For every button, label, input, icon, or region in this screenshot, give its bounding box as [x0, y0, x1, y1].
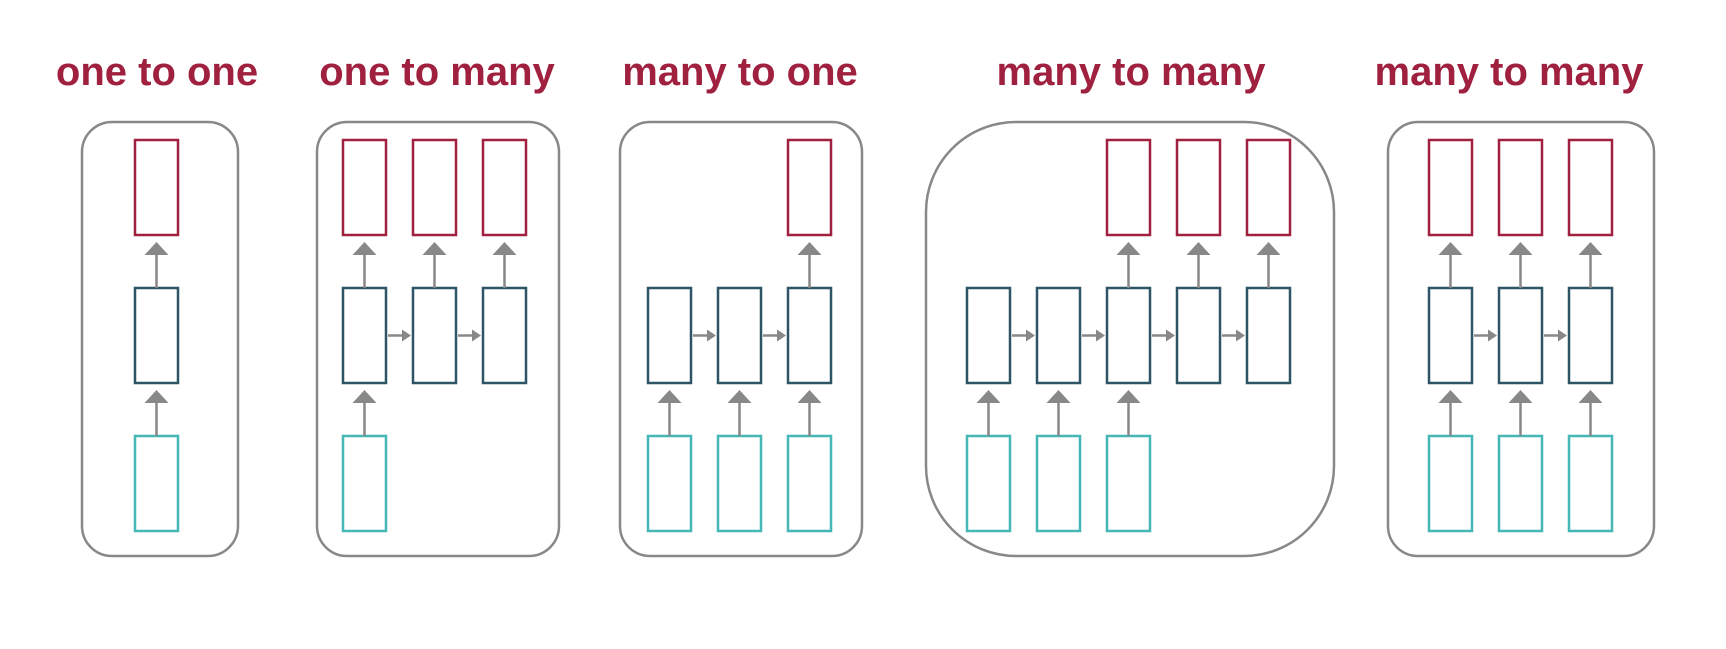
panel-4-input-box-2	[1567, 434, 1614, 533]
panel-4-input-arrow-2-head	[1578, 390, 1603, 403]
panel-3-output-box-4	[1245, 138, 1292, 237]
panel-4-input-box-1	[1497, 434, 1544, 533]
panel-2-input-box-2	[786, 434, 833, 533]
panel-title-one-to-one: one to one	[55, 50, 259, 94]
panel-3-input-arrow-0-head	[976, 390, 1001, 403]
panel-0-output-arrow-0-head	[144, 242, 169, 255]
panel-1-output-arrow-2-head	[492, 242, 517, 255]
panel-title-many-to-many-2: many to many	[1374, 50, 1644, 94]
panel-0-input-arrow-0-head	[144, 390, 169, 403]
panel-3-hidden-box-3	[1175, 286, 1222, 385]
panel-title-many-to-one: many to one	[622, 50, 858, 94]
panel-1-frame	[315, 120, 561, 558]
panel-2-input-arrow-1-head	[727, 390, 752, 403]
panel-4-output-arrow-1-head	[1508, 242, 1533, 255]
panel-4-output-arrow-2-head	[1578, 242, 1603, 255]
panel-2-frame	[618, 120, 864, 558]
panel-2-input-arrow-2-head	[797, 390, 822, 403]
panel-1-output-box-2	[481, 138, 528, 237]
panel-1-hidden-box-2	[481, 286, 528, 385]
panel-1-hidden-box-0	[341, 286, 388, 385]
panel-3-output-arrow-4-head	[1256, 242, 1281, 255]
panel-2-output-arrow-2-head	[797, 242, 822, 255]
panel-4-output-box-0	[1427, 138, 1474, 237]
panel-3-recurrent-arrow-0-head	[1026, 329, 1035, 342]
panel-3-input-box-0	[965, 434, 1012, 533]
panel-1-input-arrow-0-head	[352, 390, 377, 403]
panel-3-output-arrow-3-head	[1186, 242, 1211, 255]
panel-4-frame	[1386, 120, 1656, 558]
panel-1-input-box-0	[341, 434, 388, 533]
panel-3-recurrent-arrow-2-head	[1166, 329, 1175, 342]
panel-3-input-box-1	[1035, 434, 1082, 533]
panel-3-input-box-2	[1105, 434, 1152, 533]
panel-2-output-box-2	[786, 138, 833, 237]
panel-1-output-box-1	[411, 138, 458, 237]
panel-2-hidden-box-1	[716, 286, 763, 385]
panel-3-output-box-3	[1175, 138, 1222, 237]
panel-title-one-to-many: one to many	[319, 50, 555, 94]
panel-3-hidden-box-4	[1245, 286, 1292, 385]
panel-4-recurrent-arrow-0-head	[1488, 329, 1497, 342]
panel-3-output-arrow-2-head	[1116, 242, 1141, 255]
panel-2-hidden-box-0	[646, 286, 693, 385]
panel-2-hidden-box-2	[786, 286, 833, 385]
panel-4-hidden-box-1	[1497, 286, 1544, 385]
panel-0-input-box-0	[133, 434, 180, 533]
panel-1-hidden-box-1	[411, 286, 458, 385]
panel-3-input-arrow-2-head	[1116, 390, 1141, 403]
panel-3-hidden-box-2	[1105, 286, 1152, 385]
panel-3-hidden-box-0	[965, 286, 1012, 385]
panel-0-hidden-box-0	[133, 286, 180, 385]
panel-2-input-box-1	[716, 434, 763, 533]
panel-4-output-box-1	[1497, 138, 1544, 237]
panel-2-recurrent-arrow-1-head	[777, 329, 786, 342]
panel-1-output-arrow-1-head	[422, 242, 447, 255]
panel-1-output-box-0	[341, 138, 388, 237]
panel-2-input-box-0	[646, 434, 693, 533]
panel-1-recurrent-arrow-1-head	[472, 329, 481, 342]
panel-1-recurrent-arrow-0-head	[402, 329, 411, 342]
panel-2-input-arrow-0-head	[657, 390, 682, 403]
panel-4-output-box-2	[1567, 138, 1614, 237]
panel-1-output-arrow-0-head	[352, 242, 377, 255]
panel-4-output-arrow-0-head	[1438, 242, 1463, 255]
panel-title-many-to-many-1: many to many	[996, 50, 1266, 94]
panel-3-frame	[924, 120, 1336, 558]
panel-3-hidden-box-1	[1035, 286, 1082, 385]
panel-4-hidden-box-0	[1427, 286, 1474, 385]
panel-3-recurrent-arrow-3-head	[1236, 329, 1245, 342]
panel-3-recurrent-arrow-1-head	[1096, 329, 1105, 342]
panel-4-hidden-box-2	[1567, 286, 1614, 385]
panel-3-input-arrow-1-head	[1046, 390, 1071, 403]
panel-4-input-arrow-0-head	[1438, 390, 1463, 403]
panel-2-recurrent-arrow-0-head	[707, 329, 716, 342]
panel-0-output-box-0	[133, 138, 180, 237]
panel-0-frame	[80, 120, 240, 558]
panel-4-input-arrow-1-head	[1508, 390, 1533, 403]
panel-3-output-box-2	[1105, 138, 1152, 237]
panel-4-recurrent-arrow-1-head	[1558, 329, 1567, 342]
panel-4-input-box-0	[1427, 434, 1474, 533]
